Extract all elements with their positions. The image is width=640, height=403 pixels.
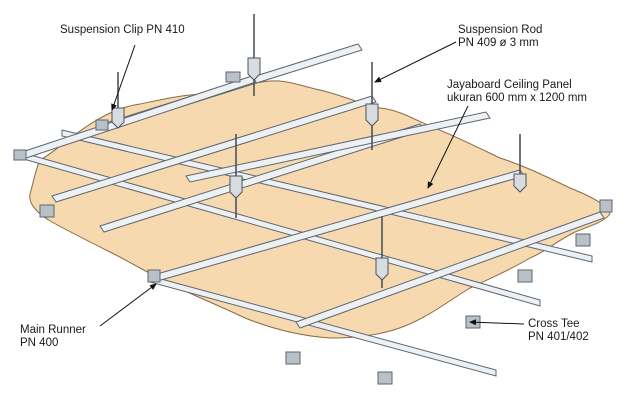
suspension-clip-5 — [513, 173, 527, 193]
ceiling-panel-label: Jayaboard Ceiling Panel ukuran 600 mm x … — [447, 79, 587, 105]
cross-tee-5 — [295, 211, 605, 329]
runner-end-6 — [285, 351, 301, 365]
runner-end-3 — [95, 119, 109, 131]
leader-suspension-rod — [374, 41, 457, 83]
ceiling-panel-label-line2: ukuran 600 mm x 1200 mm — [447, 92, 587, 104]
main-runners — [19, 43, 593, 377]
cross-tee-label: Cross Tee PN 401/402 — [528, 318, 589, 344]
runner-end-1 — [13, 149, 27, 161]
leader-cross-tee — [469, 319, 525, 326]
suspension-rod-label-line1: Suspension Rod — [458, 24, 543, 36]
suspension-clip-2 — [247, 57, 261, 81]
suspension-rod-label: Suspension Rod PN 409 ø 3 mm — [458, 24, 542, 50]
suspension-clip-1 — [111, 107, 125, 129]
suspension-clip-6 — [375, 257, 389, 281]
runner-end-11 — [599, 199, 613, 213]
suspension-clip-3 — [365, 103, 379, 127]
leader-suspension-clip — [111, 44, 136, 111]
main-runner-3 — [61, 129, 593, 263]
leader-main-runner — [99, 283, 157, 327]
runner-end-7 — [377, 371, 393, 385]
main-runner-label: Main Runner PN 400 — [20, 324, 86, 350]
suspension-clip-4 — [229, 175, 243, 199]
suspension-clip-label: Suspension Clip PN 410 — [60, 24, 185, 37]
runner-end-4 — [147, 269, 161, 283]
runner-end-10 — [575, 233, 591, 247]
ceiling-panel-label-line1: Jayaboard Ceiling Panel — [447, 79, 572, 91]
runner-end-9 — [517, 269, 533, 283]
cross-tee-2 — [51, 95, 377, 203]
cross-tee-label-line2: PN 401/402 — [528, 331, 589, 343]
suspension-clip-label-line1: Suspension Clip PN 410 — [60, 24, 185, 36]
leader-ceiling-panel — [427, 105, 469, 189]
cross-tee-6 — [185, 111, 491, 183]
runner-end-5 — [225, 71, 241, 83]
runner-end-2 — [39, 204, 55, 218]
suspension-rod-label-line2: PN 409 ø 3 mm — [458, 37, 539, 49]
leader-lines — [99, 41, 525, 327]
cross-tee-label-line1: Cross Tee — [528, 318, 580, 330]
main-runner-label-line2: PN 400 — [20, 337, 59, 349]
suspension-clips — [111, 57, 527, 281]
main-runner-label-line1: Main Runner — [20, 324, 86, 336]
